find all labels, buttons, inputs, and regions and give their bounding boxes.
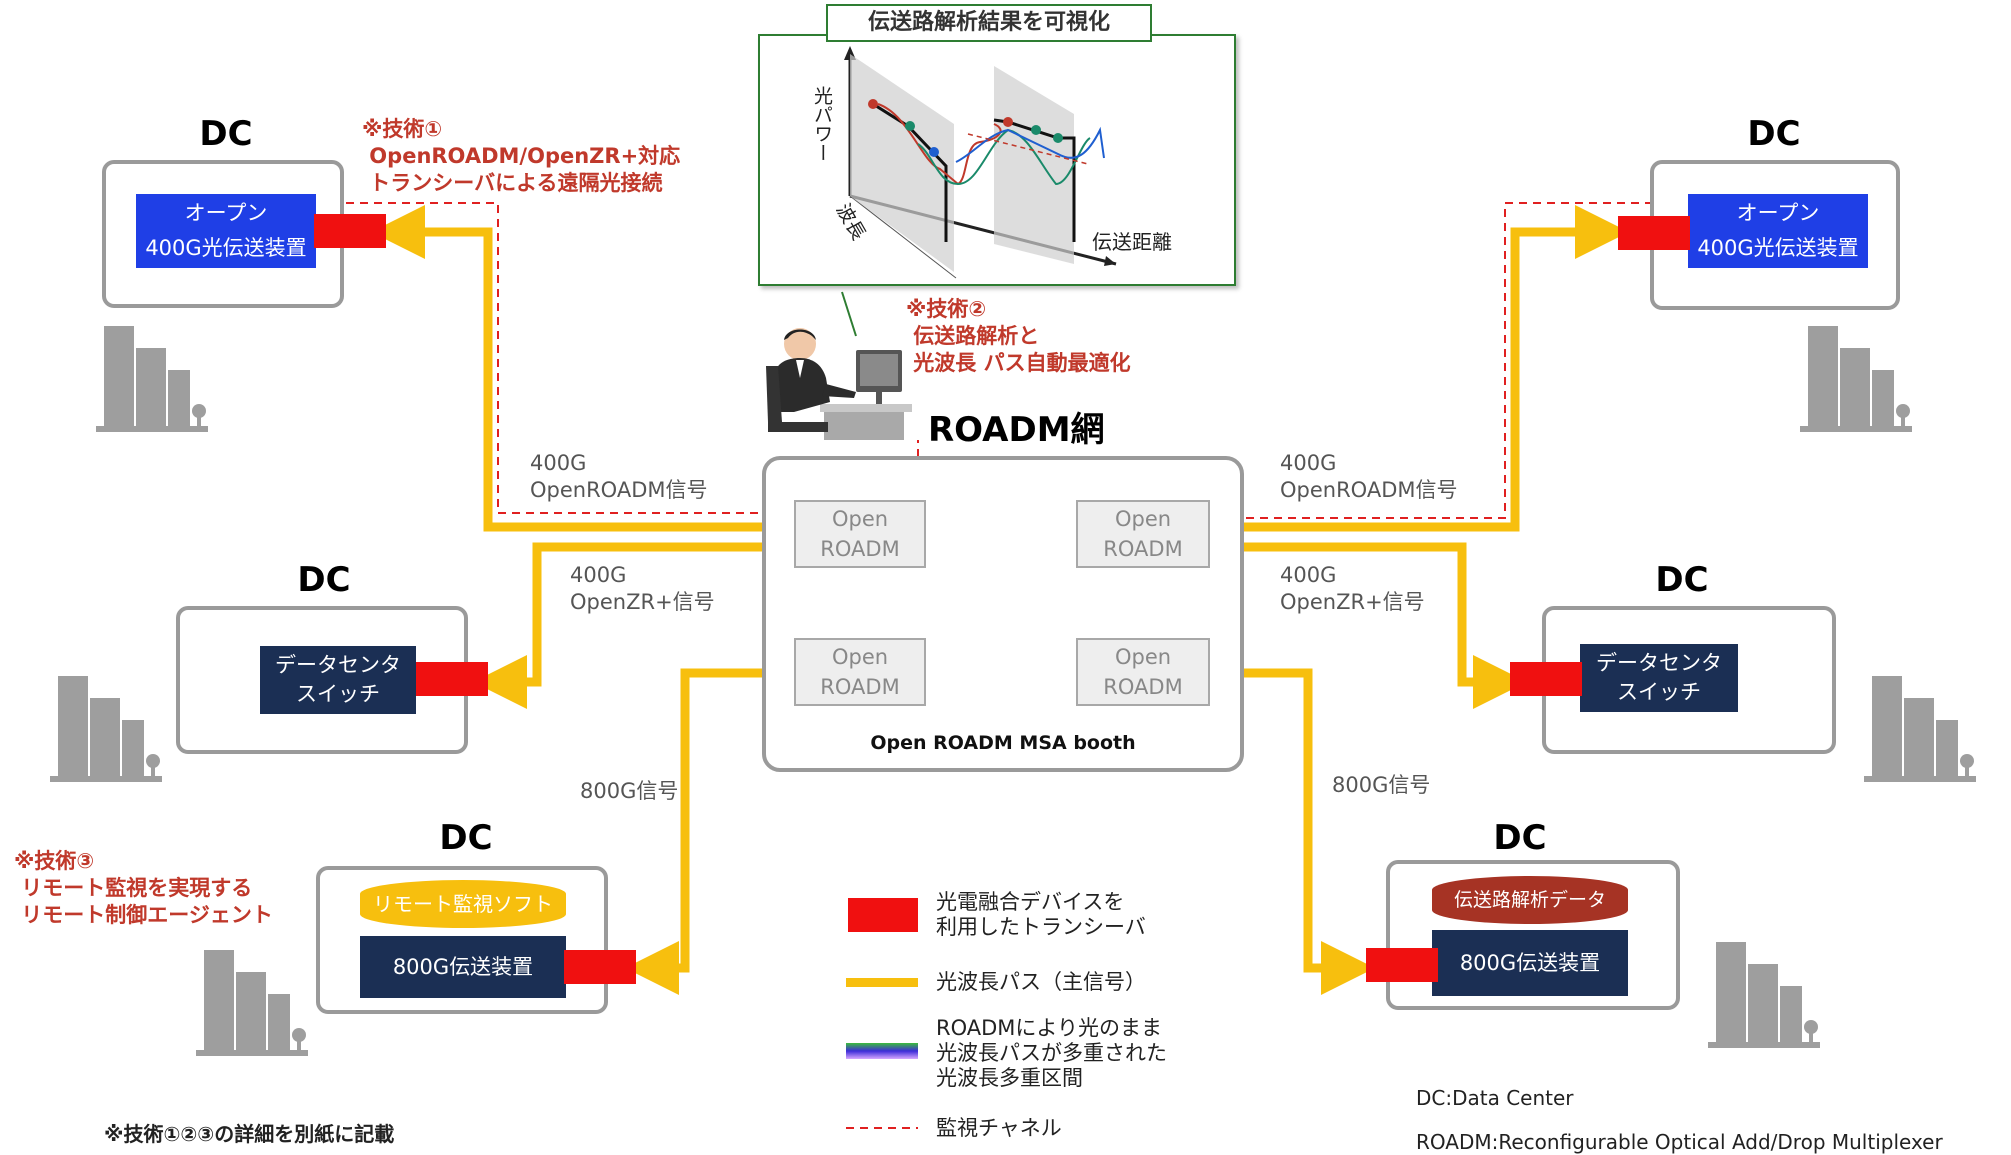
abbreviation-roadm: ROADM:Reconfigurable Optical Add/Drop Mu… (1416, 1130, 1943, 1154)
roadm-node-line2: ROADM (820, 537, 900, 561)
abbreviation-dc: DC:Data Center (1416, 1086, 1574, 1110)
path-400g-openzr-right (1212, 542, 1527, 709)
open-400g-transport-device-left: オープン 400G光伝送装置 (136, 194, 316, 268)
legend-multiplex-label: ROADMにより光のまま 光波長パスが多重された 光波長多重区間 (936, 1016, 1167, 1090)
dc-title-mid-right: DC (1655, 560, 1709, 600)
dc-title-top-right: DC (1747, 114, 1801, 154)
legend-multiplex-swatch (846, 1043, 918, 1059)
signal-label-400g-openzr-left: 400G OpenZR+信号 (570, 563, 715, 614)
path-800g-left (625, 668, 792, 995)
signal-label-800g-right: 800G信号 (1332, 773, 1431, 797)
signal-label-400g-openroadm-right: 400G OpenROADM信号 (1280, 451, 1458, 502)
legend-transceiver-swatch (848, 898, 918, 932)
device-line1: オープン (184, 201, 268, 225)
transceiver-mid-left (416, 662, 488, 696)
remote-monitoring-software: リモート監視ソフト (360, 880, 566, 928)
signal-label-800g-left: 800G信号 (580, 779, 679, 803)
device-line2: スイッチ (1617, 680, 1701, 704)
roadm-node-top-right: Open ROADM (1076, 500, 1210, 568)
roadm-network-title: ROADM網 (928, 410, 1105, 450)
roadm-node-line2: ROADM (1103, 537, 1183, 561)
transceiver-bottom-right (1366, 948, 1438, 982)
booth-label: Open ROADM MSA booth (870, 732, 1136, 754)
device-line2: 400G光伝送装置 (1697, 236, 1859, 260)
device-line2: スイッチ (296, 682, 380, 706)
building-icon (196, 950, 308, 1056)
device-line1: データセンタ (1596, 651, 1722, 675)
transmission-analysis-data: 伝送路解析データ (1432, 876, 1628, 924)
path-400g-openroadm-right (1212, 205, 1629, 532)
roadm-node-line1: Open (1114, 507, 1172, 531)
transport-800g-device-right: 800G伝送装置 (1432, 930, 1628, 996)
roadm-node-line1: Open (831, 645, 889, 669)
legend-monitor-label: 監視チャネル (936, 1116, 1062, 1140)
roadm-node-line2: ROADM (1103, 675, 1183, 699)
path-800g-right (1216, 668, 1375, 995)
datacenter-switch-right: データセンタ スイッチ (1580, 644, 1738, 712)
operator-icon (766, 328, 912, 440)
roadm-node-line1: Open (1114, 645, 1172, 669)
axis-power-label: 光パワー (811, 86, 833, 162)
tech2-note: ※技術② 伝送路解析と 光波長 パス自動最適化 (906, 297, 1131, 375)
roadm-node-line1: Open (831, 507, 889, 531)
building-icon (50, 676, 162, 782)
footer-note: ※技術①②③の詳細を別紙に記載 (104, 1122, 395, 1146)
signal-label-400g-openzr-right: 400G OpenZR+信号 (1280, 563, 1425, 614)
legend-main-path-swatch (846, 978, 918, 987)
building-icon (1864, 676, 1976, 782)
viz-connector (841, 291, 857, 337)
roadm-node-bottom-right: Open ROADM (1076, 638, 1210, 706)
path-400g-openroadm-left (371, 205, 792, 532)
tech1-note: ※技術① OpenROADM/OpenZR+対応 トランシーバによる遠隔光接続 (362, 117, 681, 195)
building-icon (96, 326, 208, 432)
device-line2: 400G光伝送装置 (145, 236, 307, 260)
dc-title-bottom-left: DC (439, 818, 493, 858)
transceiver-mid-right (1510, 662, 1582, 696)
transceiver-top-left (314, 214, 386, 248)
transceiver-bottom-left (564, 950, 636, 984)
building-icon (1800, 326, 1912, 432)
roadm-node-line2: ROADM (820, 675, 900, 699)
dc-title-mid-left: DC (297, 560, 351, 600)
datacenter-switch-left: データセンタ スイッチ (260, 646, 416, 714)
transport-800g-device-left: 800G伝送装置 (360, 936, 566, 998)
legend-main-path-label: 光波長パス（主信号） (936, 970, 1146, 994)
roadm-node-bottom-left: Open ROADM (794, 638, 926, 706)
visualization-title: 伝送路解析結果を可視化 (826, 4, 1152, 42)
optical-power-graph (844, 46, 1117, 279)
device-line1: データセンタ (275, 653, 401, 677)
legend-transceiver-label: 光電融合デバイスを 利用したトランシーバ (936, 890, 1146, 939)
dc-title-bottom-right: DC (1493, 818, 1547, 858)
path-400g-openzr-left (473, 542, 792, 709)
tech3-note: ※技術③ リモート監視を実現する リモート制御エージェント (14, 849, 273, 927)
transceiver-top-right (1618, 216, 1690, 250)
device-line1: オープン (1736, 201, 1820, 225)
roadm-node-top-left: Open ROADM (794, 500, 926, 568)
dc-title-top-left: DC (199, 114, 253, 154)
building-icon (1708, 942, 1820, 1048)
open-400g-transport-device-right: オープン 400G光伝送装置 (1688, 194, 1868, 268)
axis-distance-label: 伝送距離 (1092, 230, 1172, 254)
signal-label-400g-openroadm-left: 400G OpenROADM信号 (530, 451, 708, 502)
